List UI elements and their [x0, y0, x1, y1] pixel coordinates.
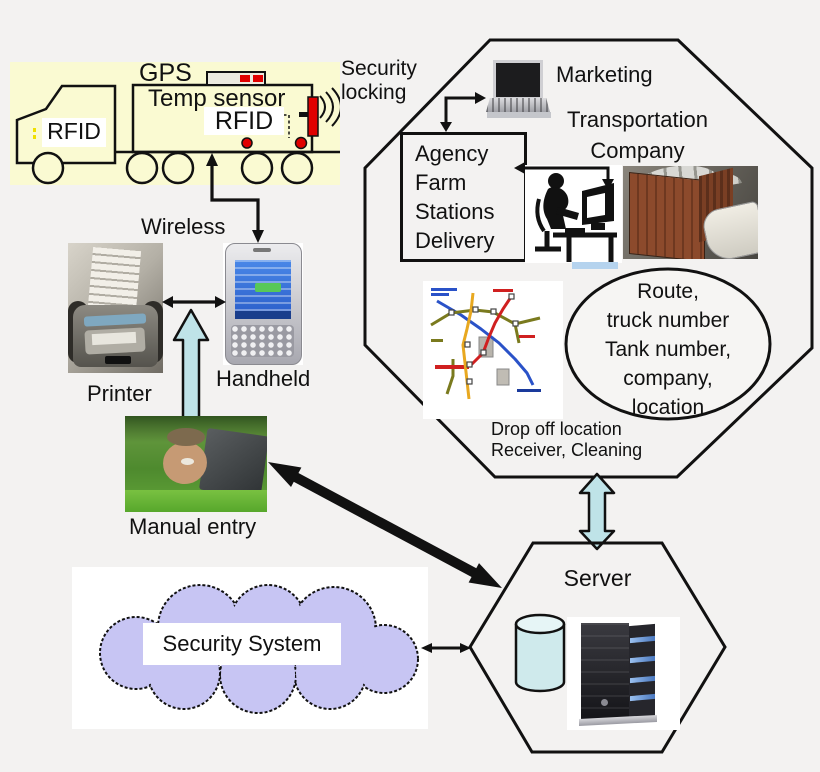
keyboard	[231, 325, 294, 357]
company-octagon-outline	[363, 38, 814, 479]
gps-unit-icon	[206, 71, 266, 86]
containers-photo	[623, 166, 758, 259]
laptop-agency-arrow	[440, 92, 486, 132]
truck-panel	[10, 62, 340, 185]
cab-rfid-label: RFID	[42, 118, 106, 147]
agency-line: Stations	[415, 199, 495, 224]
printer-photo	[68, 243, 163, 373]
info-line: Tank number,	[604, 338, 732, 361]
radio-waves-icon	[319, 87, 340, 127]
printer-handheld-arrow	[162, 296, 226, 308]
info-ellipse-text: Route, truck number Tank number, company…	[566, 277, 770, 422]
server-label: Server	[563, 565, 632, 591]
manual-entry-photo	[125, 416, 267, 512]
agency-operator-arrow	[514, 162, 614, 190]
agency-line: Agency	[415, 141, 489, 166]
speaker-icon	[253, 248, 271, 252]
agency-line: Delivery	[415, 228, 495, 253]
printer-label: Printer	[87, 381, 152, 406]
octagon-server-arrow	[578, 472, 616, 551]
wireless-label: Wireless	[141, 214, 226, 239]
marketing-label: Marketing	[556, 62, 653, 87]
rfid-tag-icon	[294, 136, 308, 150]
info-line: company,	[623, 367, 713, 390]
trailer-rfid-label: RFID	[204, 107, 284, 135]
security-locking-label: Security locking	[341, 57, 417, 104]
laptop-shape	[198, 427, 267, 499]
laptop-screen	[493, 60, 543, 100]
wireless-connector-arrow	[206, 153, 264, 243]
laptop-photo	[486, 60, 552, 118]
agency-line: Farm	[415, 170, 467, 195]
info-ellipse	[564, 267, 772, 421]
handheld-label: Handheld	[216, 366, 311, 391]
server-tower-photo	[567, 617, 680, 730]
map-image	[423, 281, 563, 419]
dropoff-label: Drop off location Receiver, Cleaning	[491, 419, 643, 460]
security-system-label: Security System	[162, 631, 322, 656]
security-lock-icon	[307, 96, 319, 137]
server-hexagon-outline	[468, 541, 727, 754]
agency-box: Agency Farm Stations Delivery	[400, 132, 527, 262]
rfid-tag-icon	[241, 137, 253, 149]
info-line: truck number	[606, 309, 730, 332]
laptop-keyboard	[486, 98, 550, 112]
info-line: location	[631, 396, 705, 419]
hat-shape	[167, 428, 205, 446]
info-line: Route,	[637, 280, 699, 303]
gps-label: GPS	[139, 59, 192, 87]
transportation-company-label: Transportation Company	[566, 107, 709, 163]
operator-silhouette-photo	[525, 165, 622, 263]
photo-caption-strip	[572, 262, 618, 269]
database-cylinder-icon	[514, 613, 566, 693]
security-system-box: Security System	[143, 623, 341, 665]
mustache-shape	[181, 458, 194, 465]
manual-entry-up-arrow	[172, 308, 210, 420]
cloud-server-arrow	[421, 643, 471, 653]
manual-entry-label: Manual entry	[129, 514, 257, 539]
handheld-photo	[223, 243, 303, 365]
manual-entry-server-arrow	[268, 462, 502, 588]
